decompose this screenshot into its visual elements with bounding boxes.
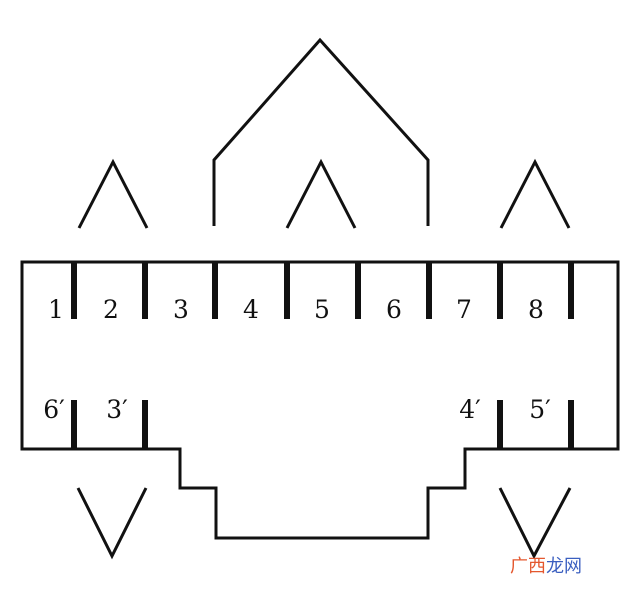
section-label-1: 1 bbox=[48, 295, 64, 324]
section-label-3-prime: 3′ bbox=[106, 395, 128, 424]
peak-marker-center bbox=[285, 158, 357, 229]
partition-tick bbox=[568, 262, 574, 319]
watermark-logo: 广西 龙网 bbox=[510, 556, 582, 577]
section-label-6: 6 bbox=[386, 295, 402, 324]
section-label-7: 7 bbox=[456, 295, 472, 324]
building-outline bbox=[20, 260, 620, 540]
partition-tick bbox=[142, 400, 148, 450]
partition-tick bbox=[355, 262, 361, 319]
partition-tick bbox=[71, 262, 77, 319]
partition-tick bbox=[71, 400, 77, 450]
partition-tick bbox=[426, 262, 432, 319]
section-label-5-prime: 5′ bbox=[529, 395, 551, 424]
section-label-8: 8 bbox=[528, 295, 544, 324]
section-label-4: 4 bbox=[243, 295, 259, 324]
partition-tick bbox=[284, 262, 290, 319]
svg-text:广西: 广西 bbox=[510, 556, 546, 577]
partition-tick bbox=[497, 262, 503, 319]
partition-tick bbox=[142, 262, 148, 319]
peak-marker-right bbox=[499, 158, 571, 229]
valley-marker-right bbox=[498, 487, 572, 560]
partition-tick bbox=[497, 400, 503, 450]
section-label-3: 3 bbox=[173, 295, 189, 324]
partition-tick bbox=[568, 400, 574, 450]
section-label-5: 5 bbox=[314, 295, 330, 324]
valley-marker-left bbox=[76, 487, 148, 560]
house-roof-shape bbox=[212, 37, 430, 226]
section-label-2: 2 bbox=[103, 295, 119, 324]
peak-marker-left bbox=[77, 158, 149, 229]
section-label-6-prime: 6′ bbox=[43, 395, 65, 424]
section-label-4-prime: 4′ bbox=[459, 395, 481, 424]
svg-text:龙网: 龙网 bbox=[546, 556, 582, 577]
partition-tick bbox=[212, 262, 218, 319]
